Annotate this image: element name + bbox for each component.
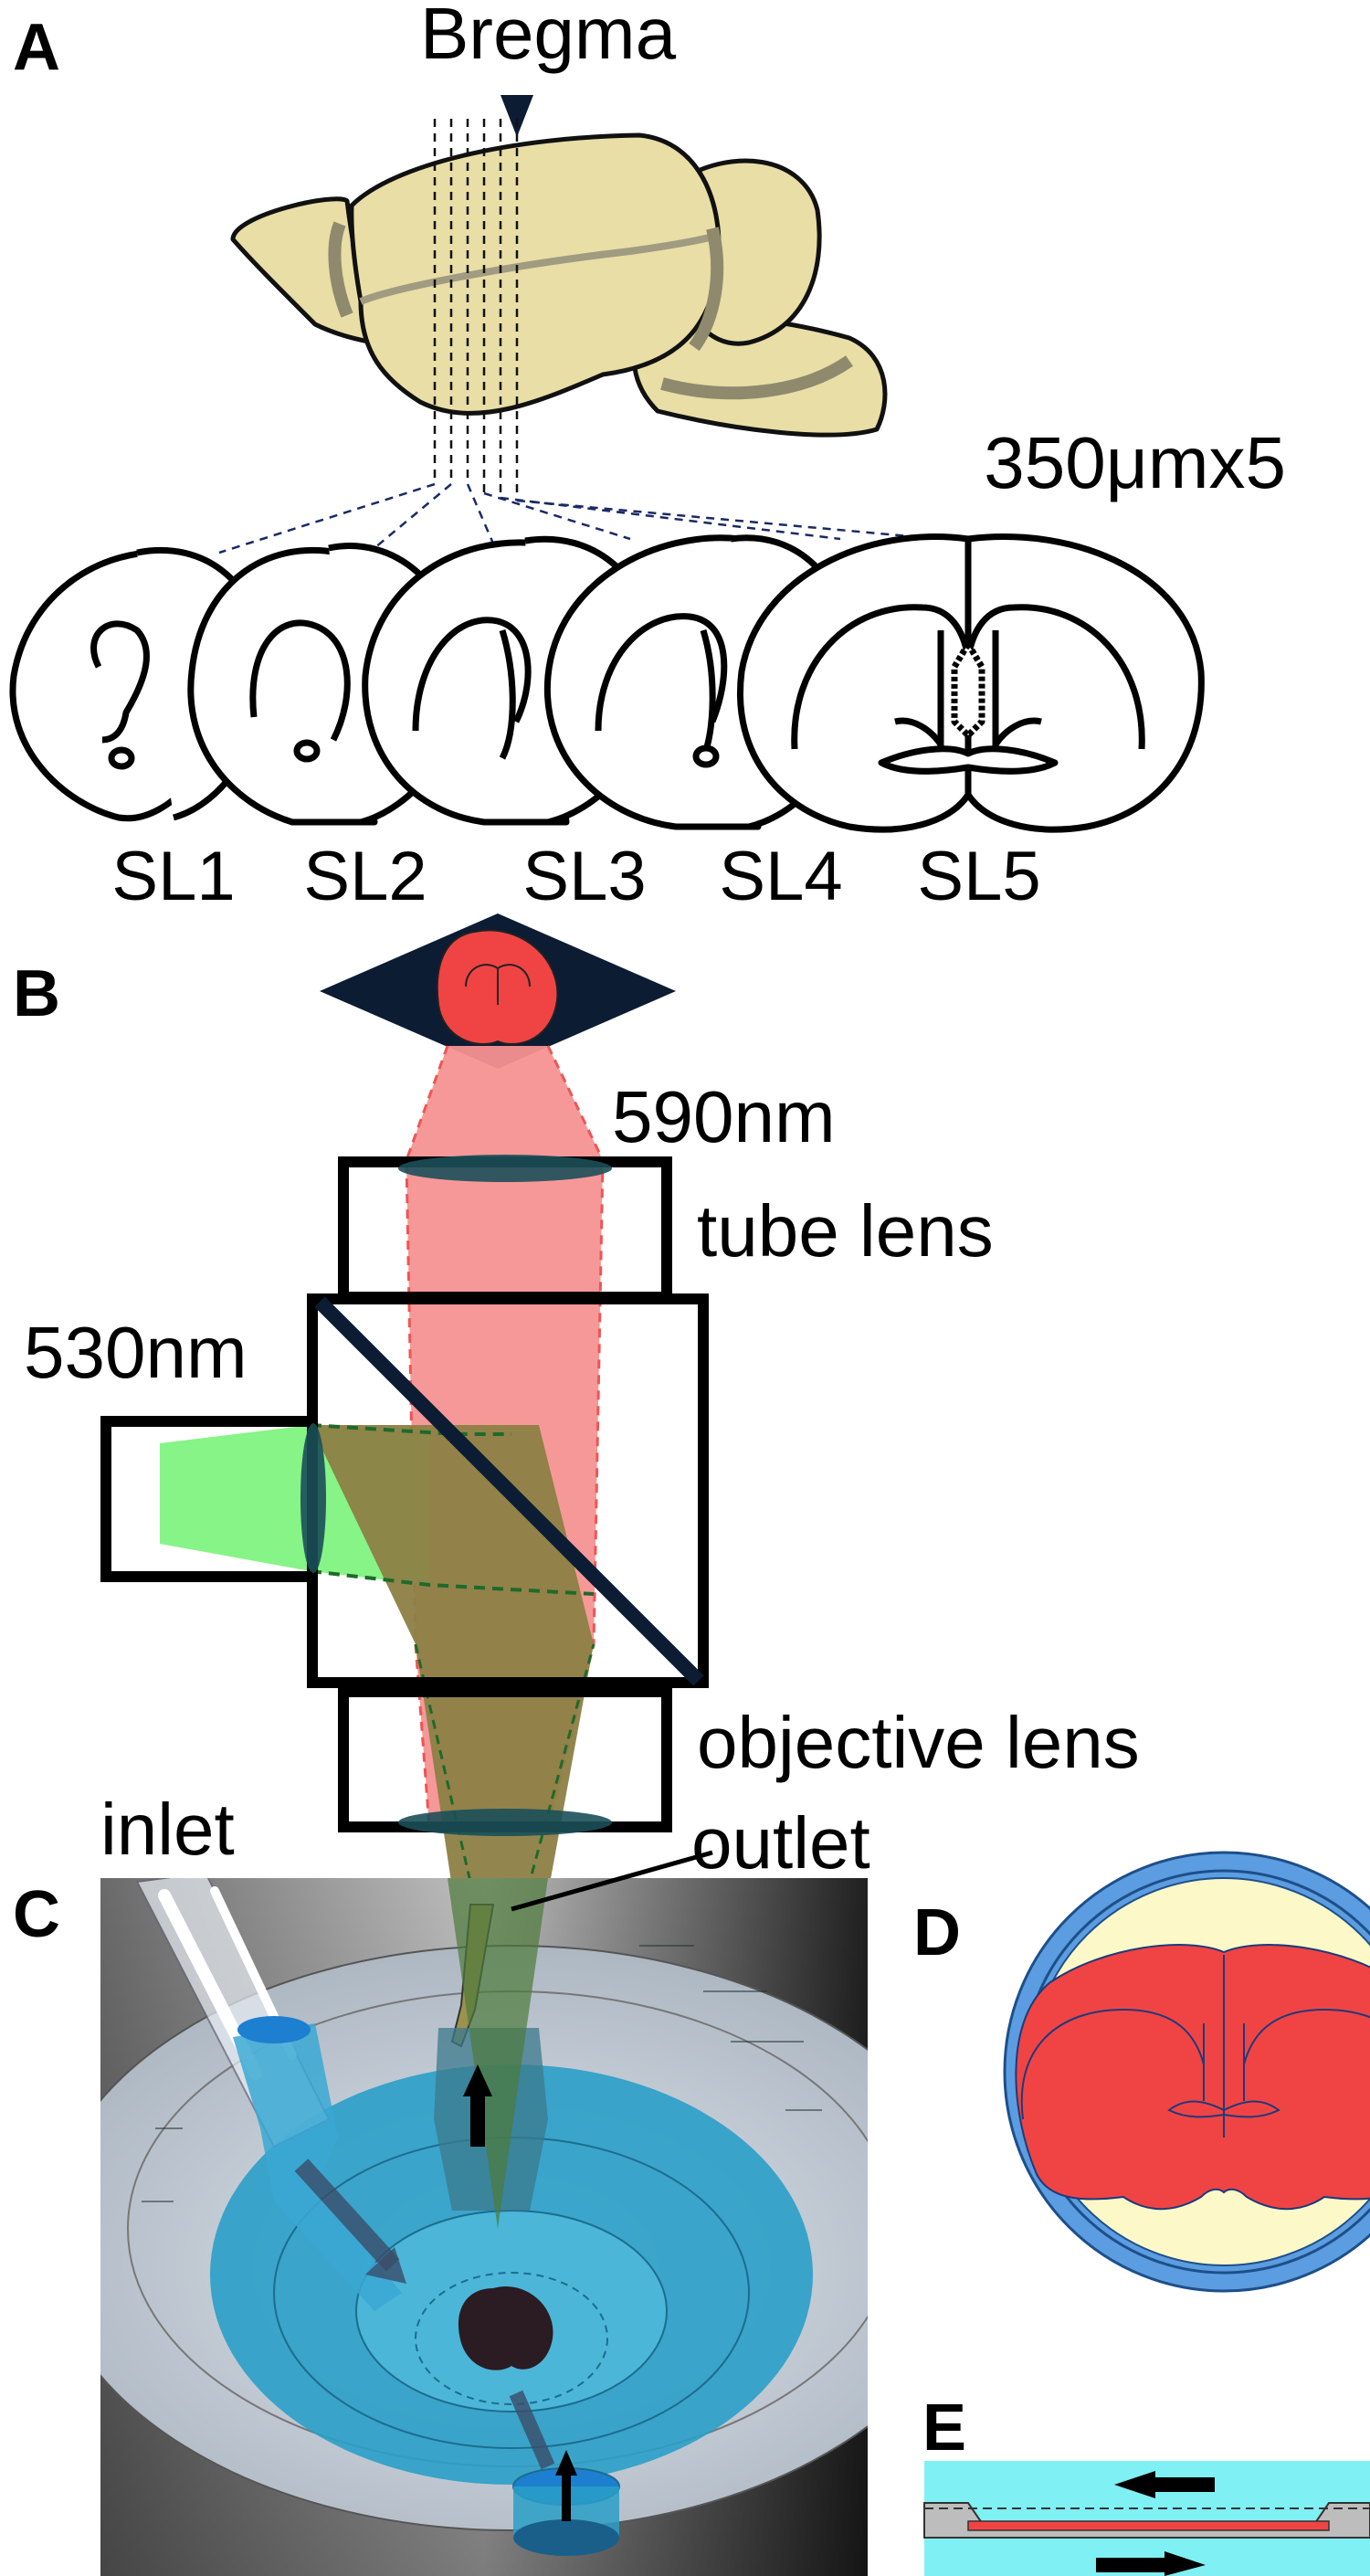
panel-c-letter: C bbox=[13, 1878, 60, 1951]
outlet-label: outlet bbox=[691, 1802, 870, 1884]
outlet-pointer bbox=[511, 1850, 713, 1912]
tube-lens bbox=[398, 1155, 612, 1182]
panel-a-letter: A bbox=[13, 11, 60, 84]
objective-lens-label: objective lens bbox=[697, 1702, 1140, 1783]
objective-lens bbox=[398, 1809, 612, 1836]
excitation-lens bbox=[300, 1423, 326, 1573]
section-slice bbox=[967, 2520, 1330, 2531]
sagittal-brain bbox=[230, 132, 888, 438]
slice-label-sl4: SL4 bbox=[719, 838, 842, 915]
slice-label-sl2: SL2 bbox=[303, 838, 427, 915]
perfusion-chamber-render bbox=[100, 1878, 868, 2576]
panel-d-letter: D bbox=[913, 1896, 961, 1969]
panel-d: D bbox=[913, 1851, 1370, 2293]
slice-label-sl5: SL5 bbox=[917, 838, 1040, 915]
tube-lens-label: tube lens bbox=[697, 1190, 994, 1272]
bregma-label: Bregma bbox=[420, 0, 677, 74]
chamber-slice bbox=[458, 2286, 553, 2370]
slice-label-sl3: SL3 bbox=[522, 838, 646, 915]
slice-label-sl1: SL1 bbox=[111, 838, 235, 915]
coronal-slices bbox=[9, 533, 1205, 833]
flow-arrow-left bbox=[1114, 2471, 1155, 2498]
slice-labels: SL1 SL2 SL3 SL4 SL5 bbox=[111, 838, 1040, 915]
panel-b-letter: B bbox=[13, 957, 60, 1030]
chamber-brain-slice bbox=[1015, 1944, 1370, 2211]
slice-cut-lines bbox=[433, 119, 519, 501]
slice-projection-lines bbox=[218, 482, 960, 554]
panel-e: E bbox=[922, 2391, 1370, 2576]
thickness-label: 350μmx5 bbox=[984, 422, 1286, 503]
panel-a: A Bregma bbox=[9, 0, 1286, 915]
inlet-label: inlet bbox=[100, 1789, 235, 1870]
flow-arrow-right bbox=[1164, 2551, 1206, 2576]
coronal-slice-sl5 bbox=[737, 533, 1205, 833]
panel-b: B 590nm tube lens 530nm objective lens bbox=[13, 913, 1140, 2001]
bregma-marker bbox=[501, 95, 533, 137]
mixed-beam bbox=[311, 1425, 594, 2001]
dichroic-mirror bbox=[314, 1296, 704, 1686]
excitation-label: 530nm bbox=[24, 1312, 248, 1393]
panel-e-letter: E bbox=[922, 2391, 966, 2465]
emission-label: 590nm bbox=[612, 1076, 836, 1157]
panel-c: C inlet outlet bbox=[13, 1789, 870, 2576]
